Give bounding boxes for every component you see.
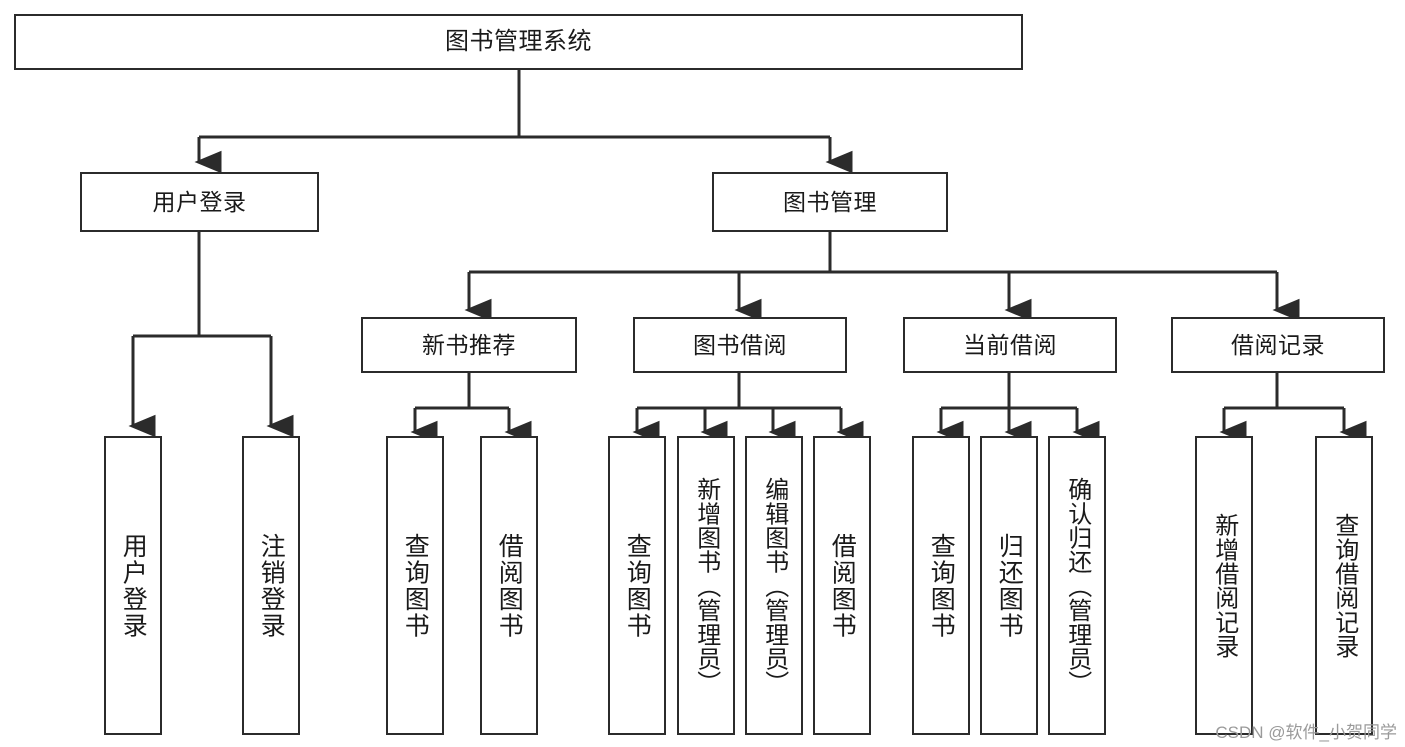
node-label: 新书推荐 (422, 331, 516, 358)
node-label: 查询图书 (927, 532, 956, 639)
node-label: 当前借阅 (963, 331, 1057, 358)
node-label: 借阅图书 (828, 532, 857, 639)
node-label: 注销登录 (257, 532, 286, 639)
node-label: 新增图书（管理员） (692, 476, 720, 695)
node-new-book-recommend[interactable]: 新书推荐 (361, 317, 577, 373)
node-label: 确认归还（管理员） (1063, 476, 1091, 695)
leaf-query-book-current[interactable]: 查询图书 (912, 436, 970, 735)
node-book-management[interactable]: 图书管理 (712, 172, 948, 232)
leaf-query-book-recommend[interactable]: 查询图书 (386, 436, 444, 735)
node-label: 归还图书 (995, 532, 1024, 639)
node-label: 查询图书 (401, 532, 430, 639)
leaf-edit-book-admin[interactable]: 编辑图书（管理员） (745, 436, 803, 735)
leaf-add-book-admin[interactable]: 新增图书（管理员） (677, 436, 735, 735)
leaf-borrow-book-recommend[interactable]: 借阅图书 (480, 436, 538, 735)
node-label: 编辑图书（管理员） (760, 476, 788, 695)
node-label: 图书借阅 (693, 331, 787, 358)
leaf-user-login[interactable]: 用户登录 (104, 436, 162, 735)
node-label: 借阅记录 (1231, 331, 1325, 358)
node-label: 图书管理 (783, 188, 877, 215)
node-root-system[interactable]: 图书管理系统 (14, 14, 1023, 70)
node-label: 查询图书 (623, 532, 652, 639)
node-label: 查询借阅记录 (1330, 512, 1358, 659)
leaf-confirm-return-admin[interactable]: 确认归还（管理员） (1048, 436, 1106, 735)
node-user-login[interactable]: 用户登录 (80, 172, 319, 232)
leaf-return-book[interactable]: 归还图书 (980, 436, 1038, 735)
leaf-logout[interactable]: 注销登录 (242, 436, 300, 735)
node-label: 用户登录 (152, 188, 247, 215)
node-label: 借阅图书 (495, 532, 524, 639)
leaf-query-book-borrow[interactable]: 查询图书 (608, 436, 666, 735)
watermark: CSDN @软件_小贺同学 (1215, 723, 1397, 742)
node-book-borrow[interactable]: 图书借阅 (633, 317, 847, 373)
leaf-query-borrow-record[interactable]: 查询借阅记录 (1315, 436, 1373, 735)
node-label: 新增借阅记录 (1210, 512, 1238, 659)
node-current-borrow[interactable]: 当前借阅 (903, 317, 1117, 373)
leaf-borrow-book[interactable]: 借阅图书 (813, 436, 871, 735)
leaf-add-borrow-record[interactable]: 新增借阅记录 (1195, 436, 1253, 735)
node-label: 图书管理系统 (445, 28, 592, 56)
node-label: 用户登录 (119, 532, 148, 639)
node-borrow-record[interactable]: 借阅记录 (1171, 317, 1385, 373)
